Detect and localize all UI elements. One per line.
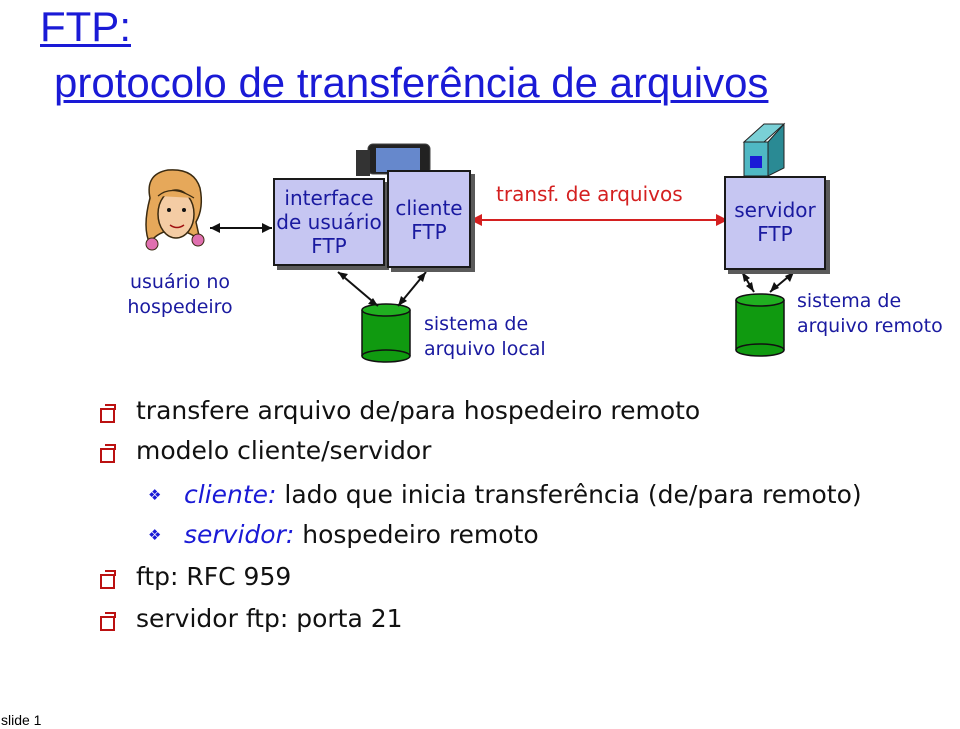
server-icon (742, 122, 786, 177)
ui-line-2: de usuário (276, 210, 382, 234)
server-box: servidor FTP (724, 176, 826, 270)
bullet-2: modelo cliente/servidor (96, 436, 431, 466)
title-line-2: protocolo de transferência de arquivos (54, 59, 769, 106)
bullet-marker-icon (100, 570, 116, 589)
bullet-1-text: transfere arquivo de/para hospedeiro rem… (136, 396, 701, 425)
bullet-marker-icon (100, 404, 116, 423)
ui-line-3: FTP (311, 234, 347, 258)
ui-line-1: interface (284, 186, 374, 210)
subbullet-1-term: cliente: (184, 480, 277, 509)
subbullet-2: ❖ servidor: hospedeiro remoto (148, 520, 539, 550)
slide-number: slide 1 (1, 712, 42, 728)
bullet-2-text: modelo cliente/servidor (136, 436, 432, 465)
diamond-bullet-icon: ❖ (148, 526, 162, 544)
local-fs-line-2: arquivo local (424, 338, 546, 360)
subbullet-2-text: hospedeiro remoto (294, 520, 539, 549)
server-line-1: servidor (734, 198, 816, 222)
bullet-1: transfere arquivo de/para hospedeiro rem… (96, 396, 700, 426)
subbullet-1-text: lado que inicia transferência (de/para r… (276, 480, 862, 509)
client-box: cliente FTP (387, 170, 471, 268)
remote-fs-label: sistema de arquivo remoto (797, 289, 943, 339)
bullet-4: servidor ftp: porta 21 (96, 604, 403, 634)
local-fs-cylinder (361, 303, 411, 363)
title-line-1: FTP: (40, 3, 131, 50)
diamond-bullet-icon: ❖ (148, 486, 162, 504)
transfer-label: transf. de arquivos (496, 182, 683, 206)
remote-fs-line-1: sistema de (797, 290, 902, 312)
local-fs-label: sistema de arquivo local (424, 312, 546, 362)
bullet-3: ftp: RFC 959 (96, 562, 291, 592)
user-label: usuário no hospedeiro (127, 271, 233, 318)
ftp-diagram (145, 122, 795, 363)
client-line-1: cliente (395, 196, 463, 220)
computer-icon (356, 143, 431, 176)
subbullet-2-term: servidor: (184, 520, 295, 549)
server-line-2: FTP (757, 222, 793, 246)
bullet-marker-icon (100, 444, 116, 463)
user-interface-box: interface de usuário FTP (273, 178, 385, 266)
local-fs-line-1: sistema de (424, 313, 529, 335)
remote-fs-line-2: arquivo remoto (797, 315, 943, 337)
client-line-2: FTP (411, 220, 447, 244)
remote-fs-cylinder (735, 293, 785, 357)
bullet-4-text: servidor ftp: porta 21 (136, 604, 403, 633)
bullet-3-text: ftp: RFC 959 (136, 562, 292, 591)
subbullet-1: ❖ cliente: lado que inicia transferência… (148, 480, 862, 510)
user-icon (145, 169, 205, 251)
bullet-marker-icon (100, 612, 116, 631)
